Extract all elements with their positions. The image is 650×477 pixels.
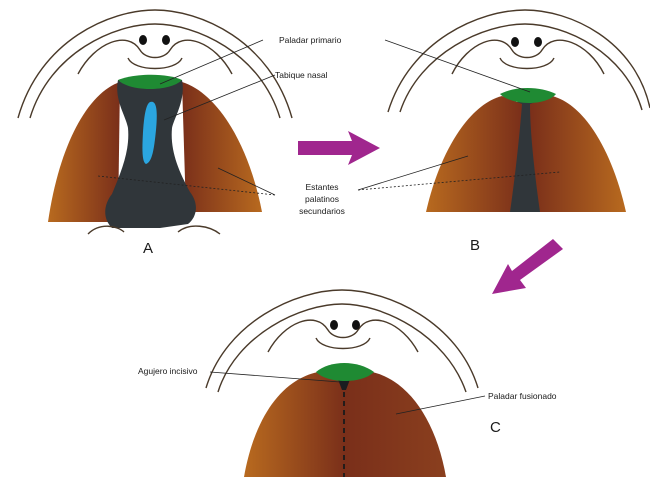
- panel-b: B: [358, 10, 650, 254]
- panel-a-letter: A: [143, 240, 153, 257]
- nose-contour-b: [500, 58, 554, 69]
- panel-c-letter: C: [490, 419, 501, 436]
- panel-b-letter: B: [470, 237, 480, 254]
- label-nasal-septum: Tabique nasal: [275, 70, 328, 80]
- nostril-right-c: [352, 320, 360, 330]
- panel-a: A: [18, 10, 292, 257]
- nose-contour: [128, 58, 182, 69]
- label-shelves-line1: Estantes: [305, 182, 338, 192]
- label-incisive-foramen: Agujero incisivo: [138, 366, 198, 376]
- palatal-shelf-right-b: [530, 96, 626, 212]
- arrow-a-to-b: [298, 131, 380, 165]
- nostril-left: [139, 35, 147, 45]
- nostril-right: [162, 35, 170, 45]
- nose-contour-c: [316, 338, 370, 349]
- leader-primary-palate-a: [160, 40, 263, 84]
- label-fused-palate: Paladar fusionado: [488, 391, 557, 401]
- nostril-left-b: [511, 37, 519, 47]
- nostril-right-b: [534, 37, 542, 47]
- face-contour-c: [268, 320, 418, 352]
- label-shelves-line3: secundarios: [299, 206, 345, 216]
- base-curve-right: [178, 226, 220, 234]
- leader-primary-palate-b: [385, 40, 530, 92]
- label-shelves-line2: palatinos: [305, 194, 339, 204]
- panel-c: C: [206, 290, 501, 477]
- palatal-shelf-left-b: [426, 96, 522, 212]
- nostril-left-c: [330, 320, 338, 330]
- label-primary-palate: Paladar primario: [279, 35, 342, 45]
- arrow-b-to-c: [492, 239, 563, 294]
